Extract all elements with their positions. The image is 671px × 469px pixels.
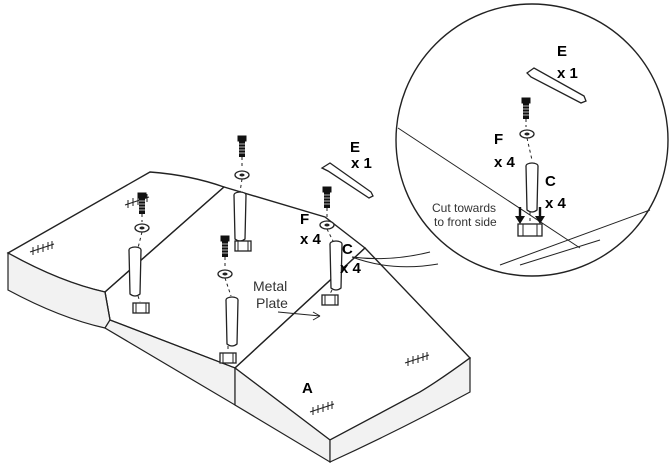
- panel-right-end: [329, 356, 471, 463]
- bolt-icon: [322, 186, 332, 209]
- hardware-stack-4: [319, 186, 343, 306]
- hardware-stack-1: [128, 192, 150, 314]
- down-arrow-icon: [515, 207, 525, 224]
- washer-icon: [519, 129, 535, 139]
- label-e-qty: x 1: [351, 155, 372, 172]
- label-metal-plate-1: Metal: [253, 278, 287, 294]
- detail-cut-note-1: Cut towards: [432, 201, 496, 215]
- allen-key-icon: [320, 162, 374, 199]
- leg-icon: [525, 162, 539, 213]
- down-arrow-icon: [535, 207, 545, 224]
- washer-icon: [134, 223, 150, 233]
- hardware-stack-3: [217, 235, 239, 364]
- metal-plate-icon: [321, 294, 339, 306]
- label-c: C: [342, 241, 353, 258]
- leg-icon: [233, 191, 247, 242]
- label-panel-a: A: [302, 380, 313, 397]
- washer-icon: [217, 269, 233, 279]
- bolt-icon: [521, 97, 531, 120]
- callout-tail: [351, 251, 439, 268]
- detail-label-e: E: [557, 43, 567, 60]
- detail-callout: E x 1 F x 4 C x 4 Cut towards to front s…: [351, 3, 669, 277]
- bolt-icon: [137, 192, 147, 215]
- detail-label-e-qty: x 1: [557, 65, 578, 82]
- detail-label-f: F: [494, 131, 503, 148]
- washer-icon: [319, 220, 335, 230]
- bolt-icon: [220, 235, 230, 258]
- leg-icon: [128, 246, 142, 297]
- detail-label-c: C: [545, 173, 556, 190]
- bolt-icon: [237, 135, 247, 158]
- leg-icon: [225, 296, 239, 347]
- label-f: F: [300, 211, 309, 228]
- label-e: E: [350, 139, 360, 156]
- metal-plate-arrow: [277, 311, 321, 317]
- hardware-stack-2: [233, 135, 252, 252]
- callout-circle: [395, 3, 669, 277]
- metal-plate-icon: [517, 223, 543, 237]
- label-c-qty: x 4: [340, 260, 362, 277]
- metal-plate-icon: [234, 240, 252, 252]
- washer-icon: [234, 170, 250, 180]
- label-metal-plate-2: Plate: [256, 295, 288, 311]
- detail-label-f-qty: x 4: [494, 154, 516, 171]
- sofa-frame: [6, 171, 472, 464]
- allen-key-icon: [525, 67, 587, 104]
- metal-plate-icon: [132, 302, 150, 314]
- metal-plate-icon: [219, 352, 237, 364]
- detail-label-c-qty: x 4: [545, 195, 567, 212]
- label-f-qty: x 4: [300, 231, 322, 248]
- detail-cut-note-2: to front side: [434, 215, 497, 229]
